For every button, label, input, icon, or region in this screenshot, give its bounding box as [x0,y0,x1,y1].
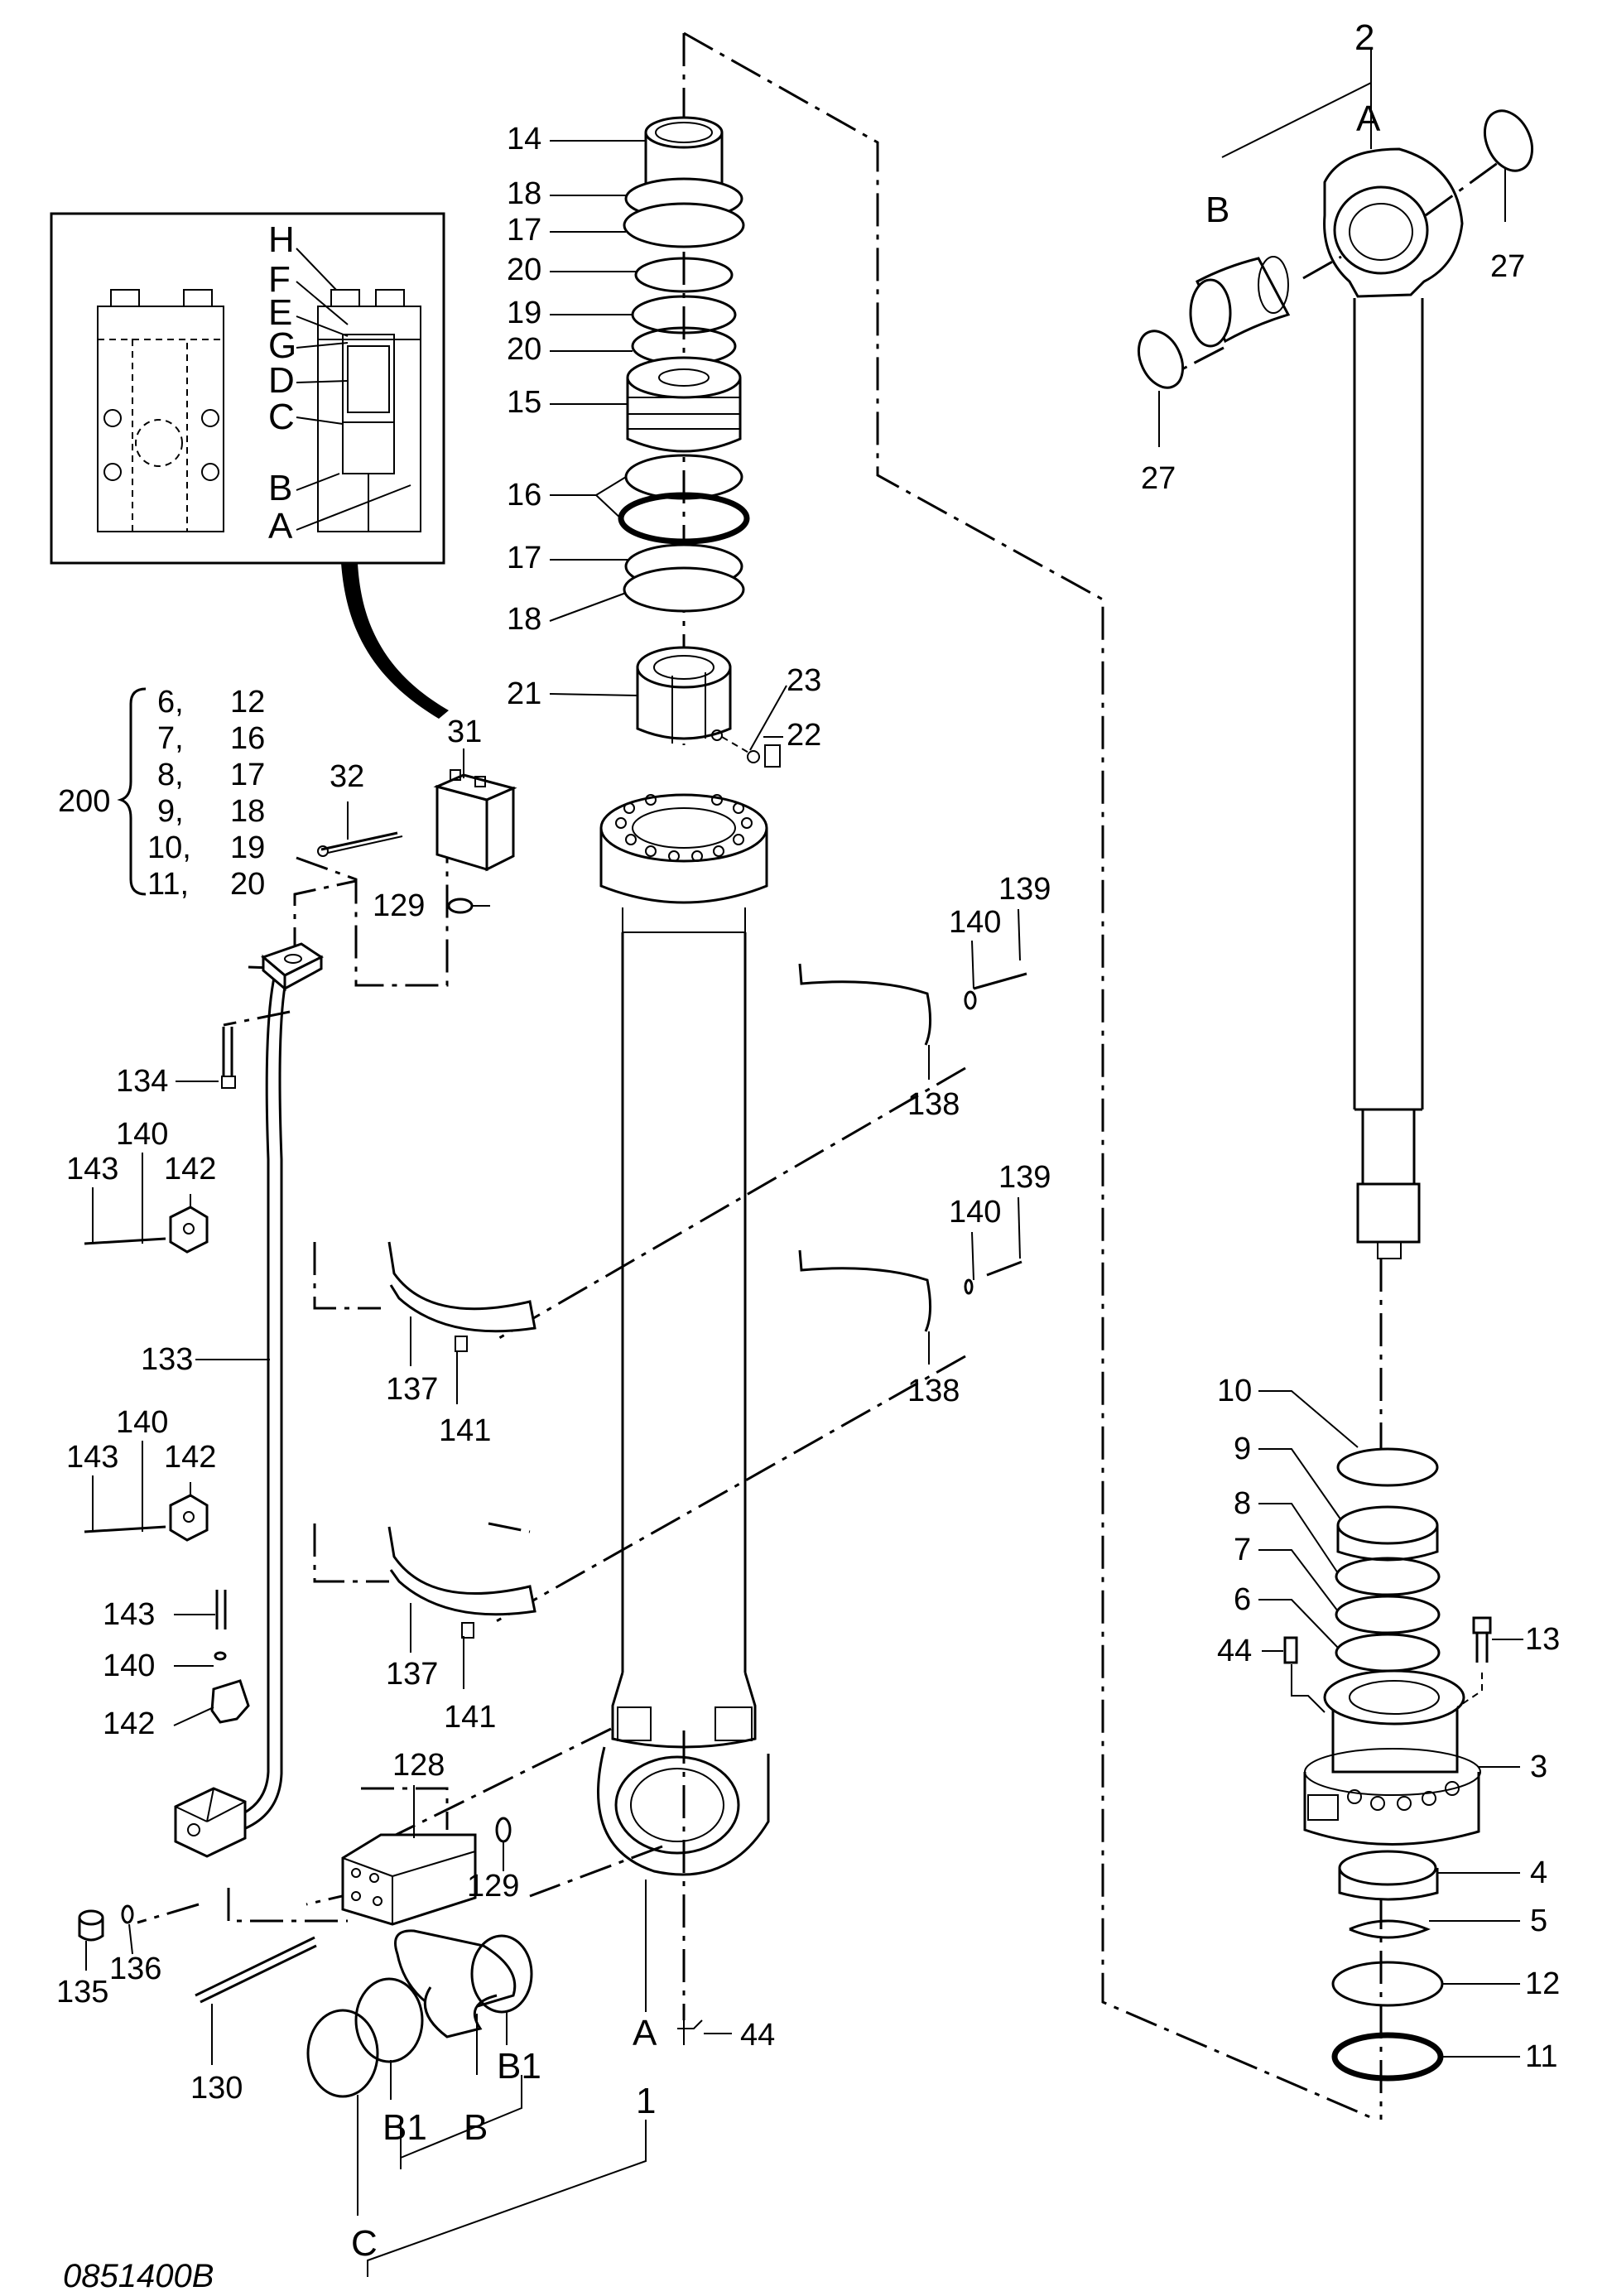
kit-row-6-b: 20 [230,867,265,902]
kit-row-2-a: 7, [157,721,184,756]
inset-label-a: A [268,506,293,546]
kit-row-2-b: 16 [230,721,265,756]
cylinder-head-parts [618,33,781,768]
callout-b1-right: B1 [497,2046,541,2087]
inset-label-g: G [268,325,296,366]
callout-137-top: 137 [386,1372,438,1407]
inset-label-b: B [268,468,292,508]
callout-b1-left: B1 [383,2107,427,2148]
callout-22: 22 [787,718,821,753]
callout-13: 13 [1525,1622,1560,1657]
callout-17-bottom: 17 [507,541,541,575]
callout-1: 1 [636,2081,656,2121]
callout-44-left: 44 [740,2018,775,2053]
callout-8: 8 [1234,1486,1251,1521]
callout-138-bottom: 138 [907,1374,960,1408]
callout-b-top: B [1205,190,1229,230]
callout-130: 130 [190,2071,243,2106]
callout-143-left-1: 143 [66,1152,118,1187]
seal-kit-list: 200 6, 12 7, 16 8, 17 9, 18 10, 19 11, 2… [58,685,265,902]
callout-17-top: 17 [507,213,541,248]
kit-row-3-b: 17 [230,758,265,792]
callout-140-left-1: 140 [116,1117,168,1152]
inset-detail: H F E G D C B A [50,212,445,565]
inset-label-d: D [268,360,295,401]
callout-20-bottom: 20 [507,332,541,367]
callout-19: 19 [507,296,541,330]
callout-139-top: 139 [998,872,1051,907]
callout-140-right-2: 140 [949,1195,1001,1230]
callout-142-left-3: 142 [103,1706,155,1741]
kit-row-3-a: 8, [157,758,184,792]
inset-label-e: E [268,292,292,333]
callout-44-right: 44 [1217,1634,1252,1668]
callout-140-top: 140 [949,905,1001,940]
drawing-code: 0851400B [63,2258,214,2294]
cylinder-barrel [597,793,770,2045]
callout-141-top: 141 [439,1413,491,1448]
callout-140-left-2: 140 [116,1405,168,1440]
kit-row-5-b: 19 [230,830,265,865]
callout-135: 135 [56,1975,108,2010]
callout-11: 11 [1525,2039,1557,2074]
callout-133: 133 [141,1342,193,1377]
callout-136: 136 [109,1952,161,1986]
callout-128: 128 [392,1748,445,1783]
callout-a-bottom: A [633,2013,657,2053]
callout-143-left-2: 143 [66,1440,118,1475]
callout-142-left-1: 142 [164,1152,216,1187]
callout-15: 15 [507,385,541,420]
pipe-line-parts [78,769,1027,2098]
callout-7: 7 [1234,1533,1251,1567]
callout-12: 12 [1525,1966,1560,2001]
callout-3: 3 [1530,1750,1547,1784]
callout-27-left: 27 [1141,461,1176,496]
callout-140-left-3: 140 [103,1649,155,1683]
callout-c: C [351,2223,378,2264]
leader-lines [85,50,1523,2277]
callout-10: 10 [1217,1374,1252,1408]
inset-label-h: H [268,219,295,260]
callout-9: 9 [1234,1432,1251,1466]
callout-5: 5 [1530,1904,1547,1938]
callout-20-top: 20 [507,253,541,287]
callout-129-bottom: 129 [467,1869,519,1904]
callout-21: 21 [507,676,541,711]
callout-32: 32 [330,759,364,794]
callout-16: 16 [507,478,541,513]
callout-2: 2 [1354,17,1374,58]
kit-row-4-b: 18 [230,794,265,829]
callout-129-top: 129 [373,888,425,923]
kit-row-1-b: 12 [230,685,265,720]
kit-number: 200 [58,784,110,819]
callout-a-top: A [1356,99,1381,139]
kit-row-5-a: 10, [147,830,191,865]
callout-27-right: 27 [1490,249,1525,284]
inset-label-f: F [268,259,291,300]
piston-rod-parts [1137,109,1534,2082]
callout-138-top: 138 [907,1087,960,1122]
callout-31: 31 [447,715,482,749]
kit-row-6-a: 11, [147,867,189,902]
callout-143-left-3: 143 [103,1597,155,1632]
kit-row-4-a: 9, [157,794,184,829]
callout-b-bottom: B [464,2107,488,2148]
callout-139-bottom: 139 [998,1160,1051,1195]
callout-23: 23 [787,663,821,698]
callout-18-bottom: 18 [507,602,541,637]
callout-14: 14 [507,122,541,156]
callout-142-left-2: 142 [164,1440,216,1475]
callout-6: 6 [1234,1582,1251,1617]
callout-labels: 14 18 17 20 19 20 15 16 17 18 21 23 22 3… [56,17,1560,2264]
callout-4: 4 [1530,1856,1547,1890]
callout-18-top: 18 [507,176,541,211]
callout-134: 134 [116,1064,168,1099]
inset-label-c: C [268,397,295,437]
inset-pointer [341,563,449,719]
callout-137-bottom: 137 [386,1657,438,1692]
kit-row-1-a: 6, [157,685,184,720]
callout-141-bottom: 141 [444,1700,496,1735]
